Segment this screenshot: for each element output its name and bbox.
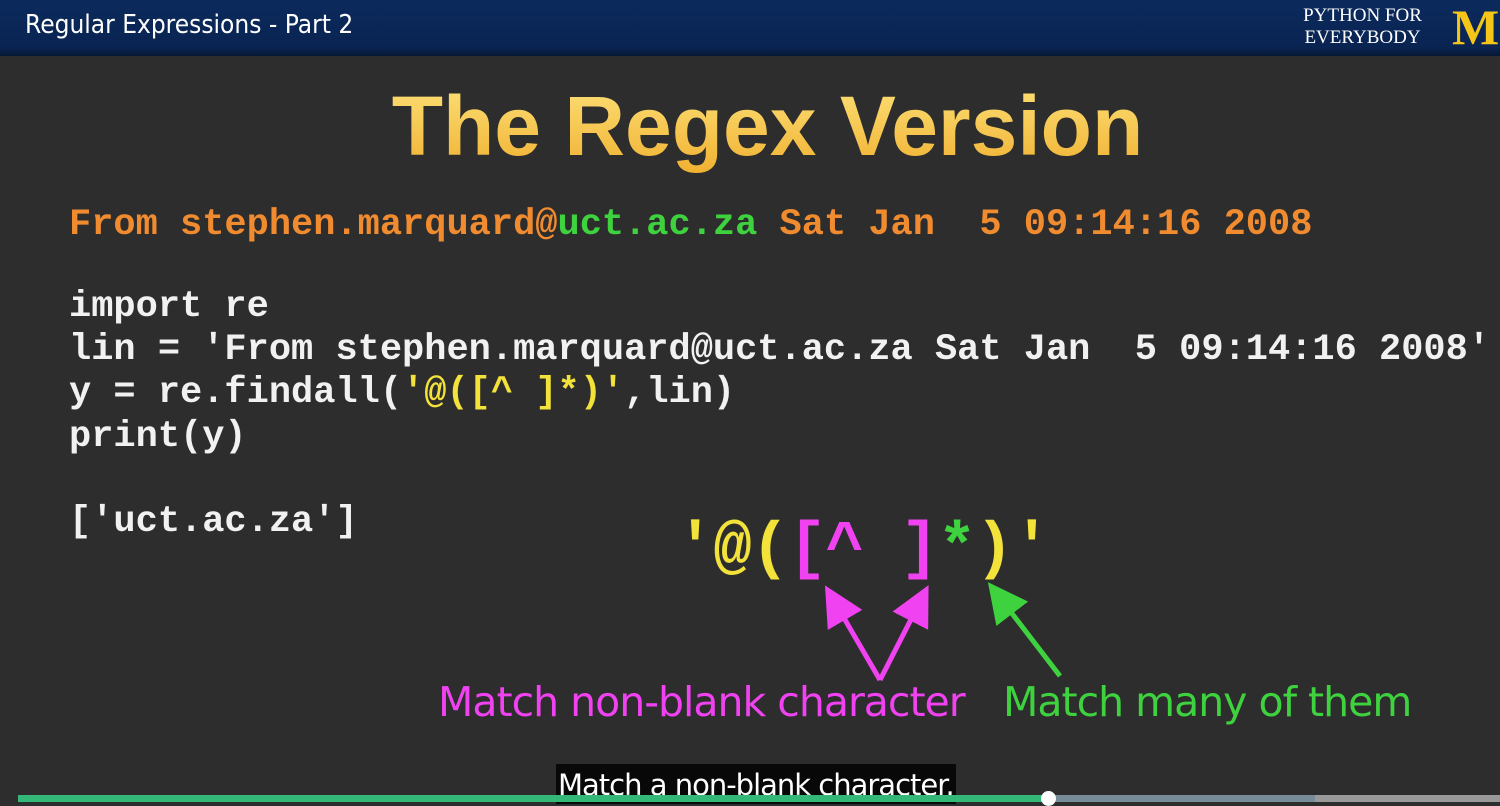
code-output: ['uct.ac.za'] xyxy=(69,501,358,543)
scrubber-handle[interactable] xyxy=(1040,791,1056,806)
regex-display: '@([^ ]*)' xyxy=(676,514,1051,586)
code-regex: '@([^ ]*)' xyxy=(402,372,625,414)
arrow-to-open-bracket xyxy=(824,585,883,682)
code-findall: y = re.findall( xyxy=(69,372,403,414)
arrow-to-close-bracket xyxy=(877,585,929,682)
from-line-prefix: From stephen.marquard@ xyxy=(69,204,558,246)
regex-close: )' xyxy=(975,514,1051,586)
from-line: From stephen.marquard@uct.ac.za Sat Jan … xyxy=(69,205,1312,245)
regex-star: * xyxy=(937,514,976,586)
regex-at-paren: '@( xyxy=(676,514,789,586)
label-non-blank: Match non-blank character xyxy=(438,678,966,726)
code-line-1: import re xyxy=(69,286,269,328)
michigan-logo-icon: M xyxy=(1452,0,1500,55)
code-line-4: print(y) xyxy=(69,416,247,458)
regex-char-class: [^ ] xyxy=(788,514,939,586)
slide-title: The Regex Version xyxy=(0,78,1500,175)
code-line-2: lin = 'From stephen.marquard@uct.ac.za S… xyxy=(69,329,1491,371)
code-args: ,lin) xyxy=(624,372,736,414)
played-bar xyxy=(18,795,1048,802)
code-line-3: y = re.findall('@([^ ]*)',lin) xyxy=(69,373,735,413)
video-progress-bar[interactable] xyxy=(18,791,1500,806)
arrow-to-star xyxy=(987,582,1062,678)
brand-line-1: PYTHON FOR xyxy=(1303,5,1422,26)
from-line-host: uct.ac.za xyxy=(557,204,758,246)
brand-line-2: EVERYBODY xyxy=(1304,27,1421,48)
label-many: Match many of them xyxy=(1003,678,1412,726)
from-line-date: Sat Jan 5 09:14:16 2008 xyxy=(757,204,1313,246)
lecture-title: Regular Expressions - Part 2 xyxy=(25,10,354,40)
